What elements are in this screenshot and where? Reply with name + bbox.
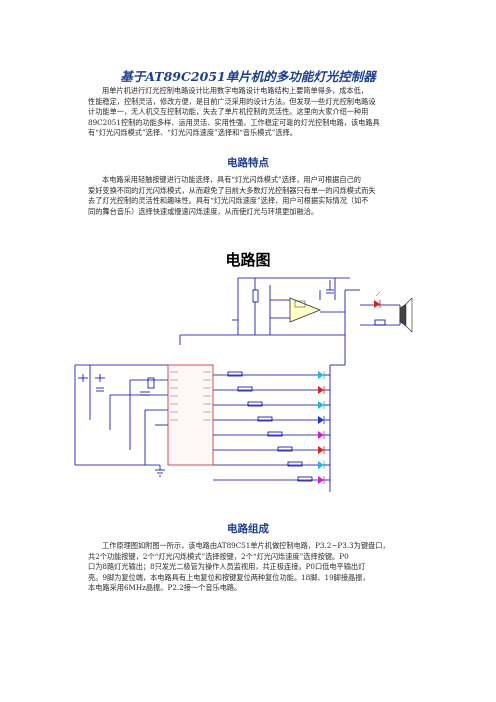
composition-paragraph: 工作原理图如附图一所示，该电路由AT89C51单片机做控制电路，P3.2~P3.… xyxy=(88,541,408,594)
led-icon xyxy=(318,431,330,439)
led-icon xyxy=(318,476,330,484)
intro-paragraph: 用单片机进行灯光控制电路设计比用数字电路设计电路结构上要简单得多，成本低， 性能… xyxy=(88,86,408,139)
composition-line: 工作原理图如附图一所示，该电路由AT89C51单片机做控制电路，P3.2~P3.… xyxy=(102,541,390,550)
intro-line: 用单片机进行灯光控制电路设计比用数字电路设计电路结构上要简单得多，成本低， xyxy=(102,86,368,95)
features-line: 同的舞台音乐）选择快速或慢速闪烁速度，从而使灯光与环境更加融洽。 xyxy=(88,206,319,216)
composition-line: 口为8路灯光输出；8只发光二极管为操作人员监视用，共正极连接。P0口低电平输出灯 xyxy=(88,562,366,572)
features-heading: 电路特点 xyxy=(227,157,269,169)
intro-line: 性能稳定，控制灵活，修改方便，是目前广泛采用的设计方法。但发现一些灯光控制电路设 xyxy=(88,96,376,106)
circuit-diagram-title: 电路图 xyxy=(225,252,271,269)
speaker-icon xyxy=(399,303,407,327)
led-array xyxy=(318,371,330,484)
led-icon xyxy=(318,446,330,454)
led-icon xyxy=(318,371,330,379)
led-icon xyxy=(318,386,330,394)
intro-line: 有“灯光闪烁模式”选择、“灯光闪烁速度”选择和“音乐模式”选择。 xyxy=(88,128,297,138)
features-line: 去了灯光控制的灵活性和趣味性。具有“灯光闪烁速度”选择，用户可根据实际情况（如不 xyxy=(88,196,369,206)
composition-line: 本电路采用6MHz晶振。P2.2接一个音乐电路。 xyxy=(88,583,242,593)
led-icon xyxy=(318,416,330,424)
intro-line: 计功能单一，无人机交互控制功能，失去了单片机控制的灵活性。这里向大家介绍一种用 xyxy=(88,107,369,117)
features-line: 爱好变换不同的灯光闪烁模式，从而避免了目前大多数灯光控制器只有单一的闪烁模式而失 xyxy=(88,185,376,195)
composition-line: 亮。9脚为复位端，本电路具有上电复位和按键复位两种复位功能。18脚、19脚接晶振… xyxy=(88,572,370,582)
intro-line: 89C2051控制的功能多样、运用灵活、实用性强，工作稳定可靠的灯光控制电路，该… xyxy=(88,117,380,127)
led-icon xyxy=(318,401,330,409)
document-title: 基于AT89C2051单片机的多功能灯光控制器 xyxy=(120,69,376,84)
features-paragraph: 本电路采用轻触按键进行功能选择，具有“灯光闪烁模式”选择，用户可根据自己的 爱好… xyxy=(88,175,408,217)
composition-line: 共2个功能按键，2个“灯光闪烁模式”选择按键，2个“灯光闪烁速度”选择按键。P0 xyxy=(88,551,349,561)
microcontroller-chip xyxy=(167,364,214,466)
led-icon xyxy=(318,461,330,469)
composition-heading: 电路组成 xyxy=(227,523,269,535)
indicator-led-icon xyxy=(374,291,381,308)
features-line: 本电路采用轻触按键进行功能选择，具有“灯光闪烁模式”选择，用户可根据自己的 xyxy=(102,175,361,184)
